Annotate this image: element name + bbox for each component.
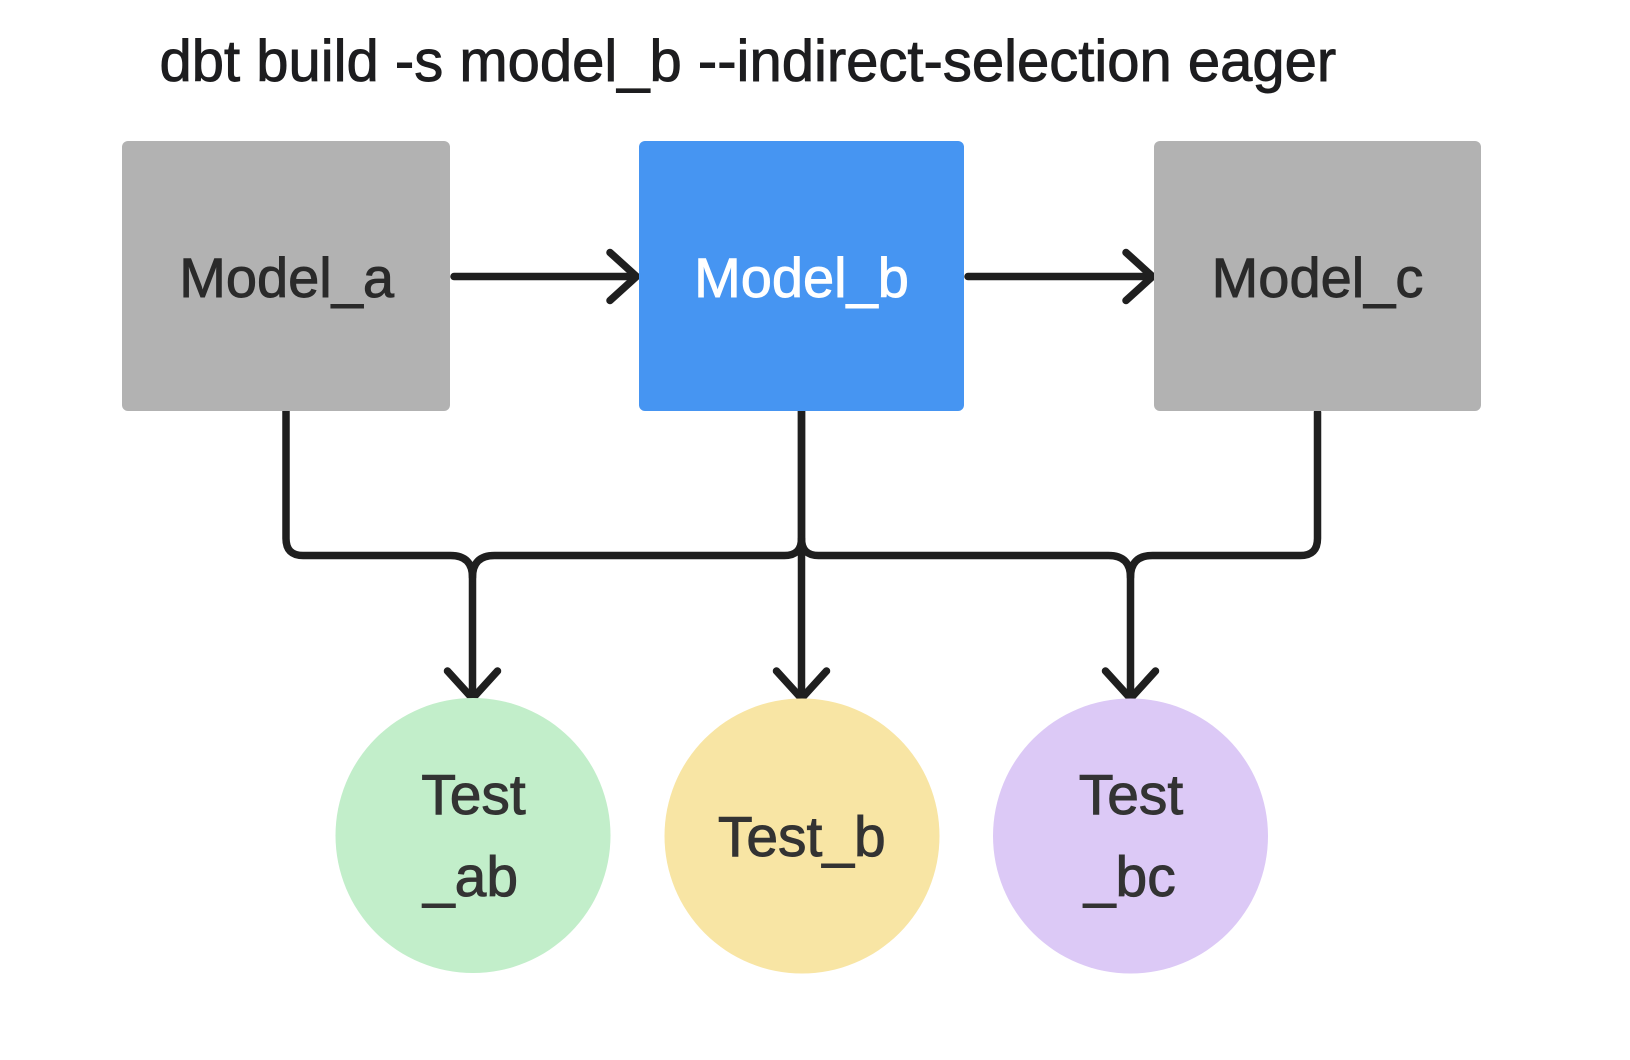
svg-text:Test: Test bbox=[421, 763, 526, 827]
svg-text:Model_a: Model_a bbox=[179, 246, 395, 309]
svg-text:Model_b: Model_b bbox=[694, 246, 909, 309]
svg-text:_bc: _bc bbox=[1083, 845, 1176, 909]
svg-text:_ab: _ab bbox=[422, 845, 518, 909]
svg-text:dbt build -s model_b --indirec: dbt build -s model_b --indirect-selectio… bbox=[160, 29, 1337, 94]
svg-text:Test_b: Test_b bbox=[718, 805, 886, 869]
svg-text:Test: Test bbox=[1079, 763, 1184, 827]
svg-text:Model_c: Model_c bbox=[1212, 246, 1424, 309]
